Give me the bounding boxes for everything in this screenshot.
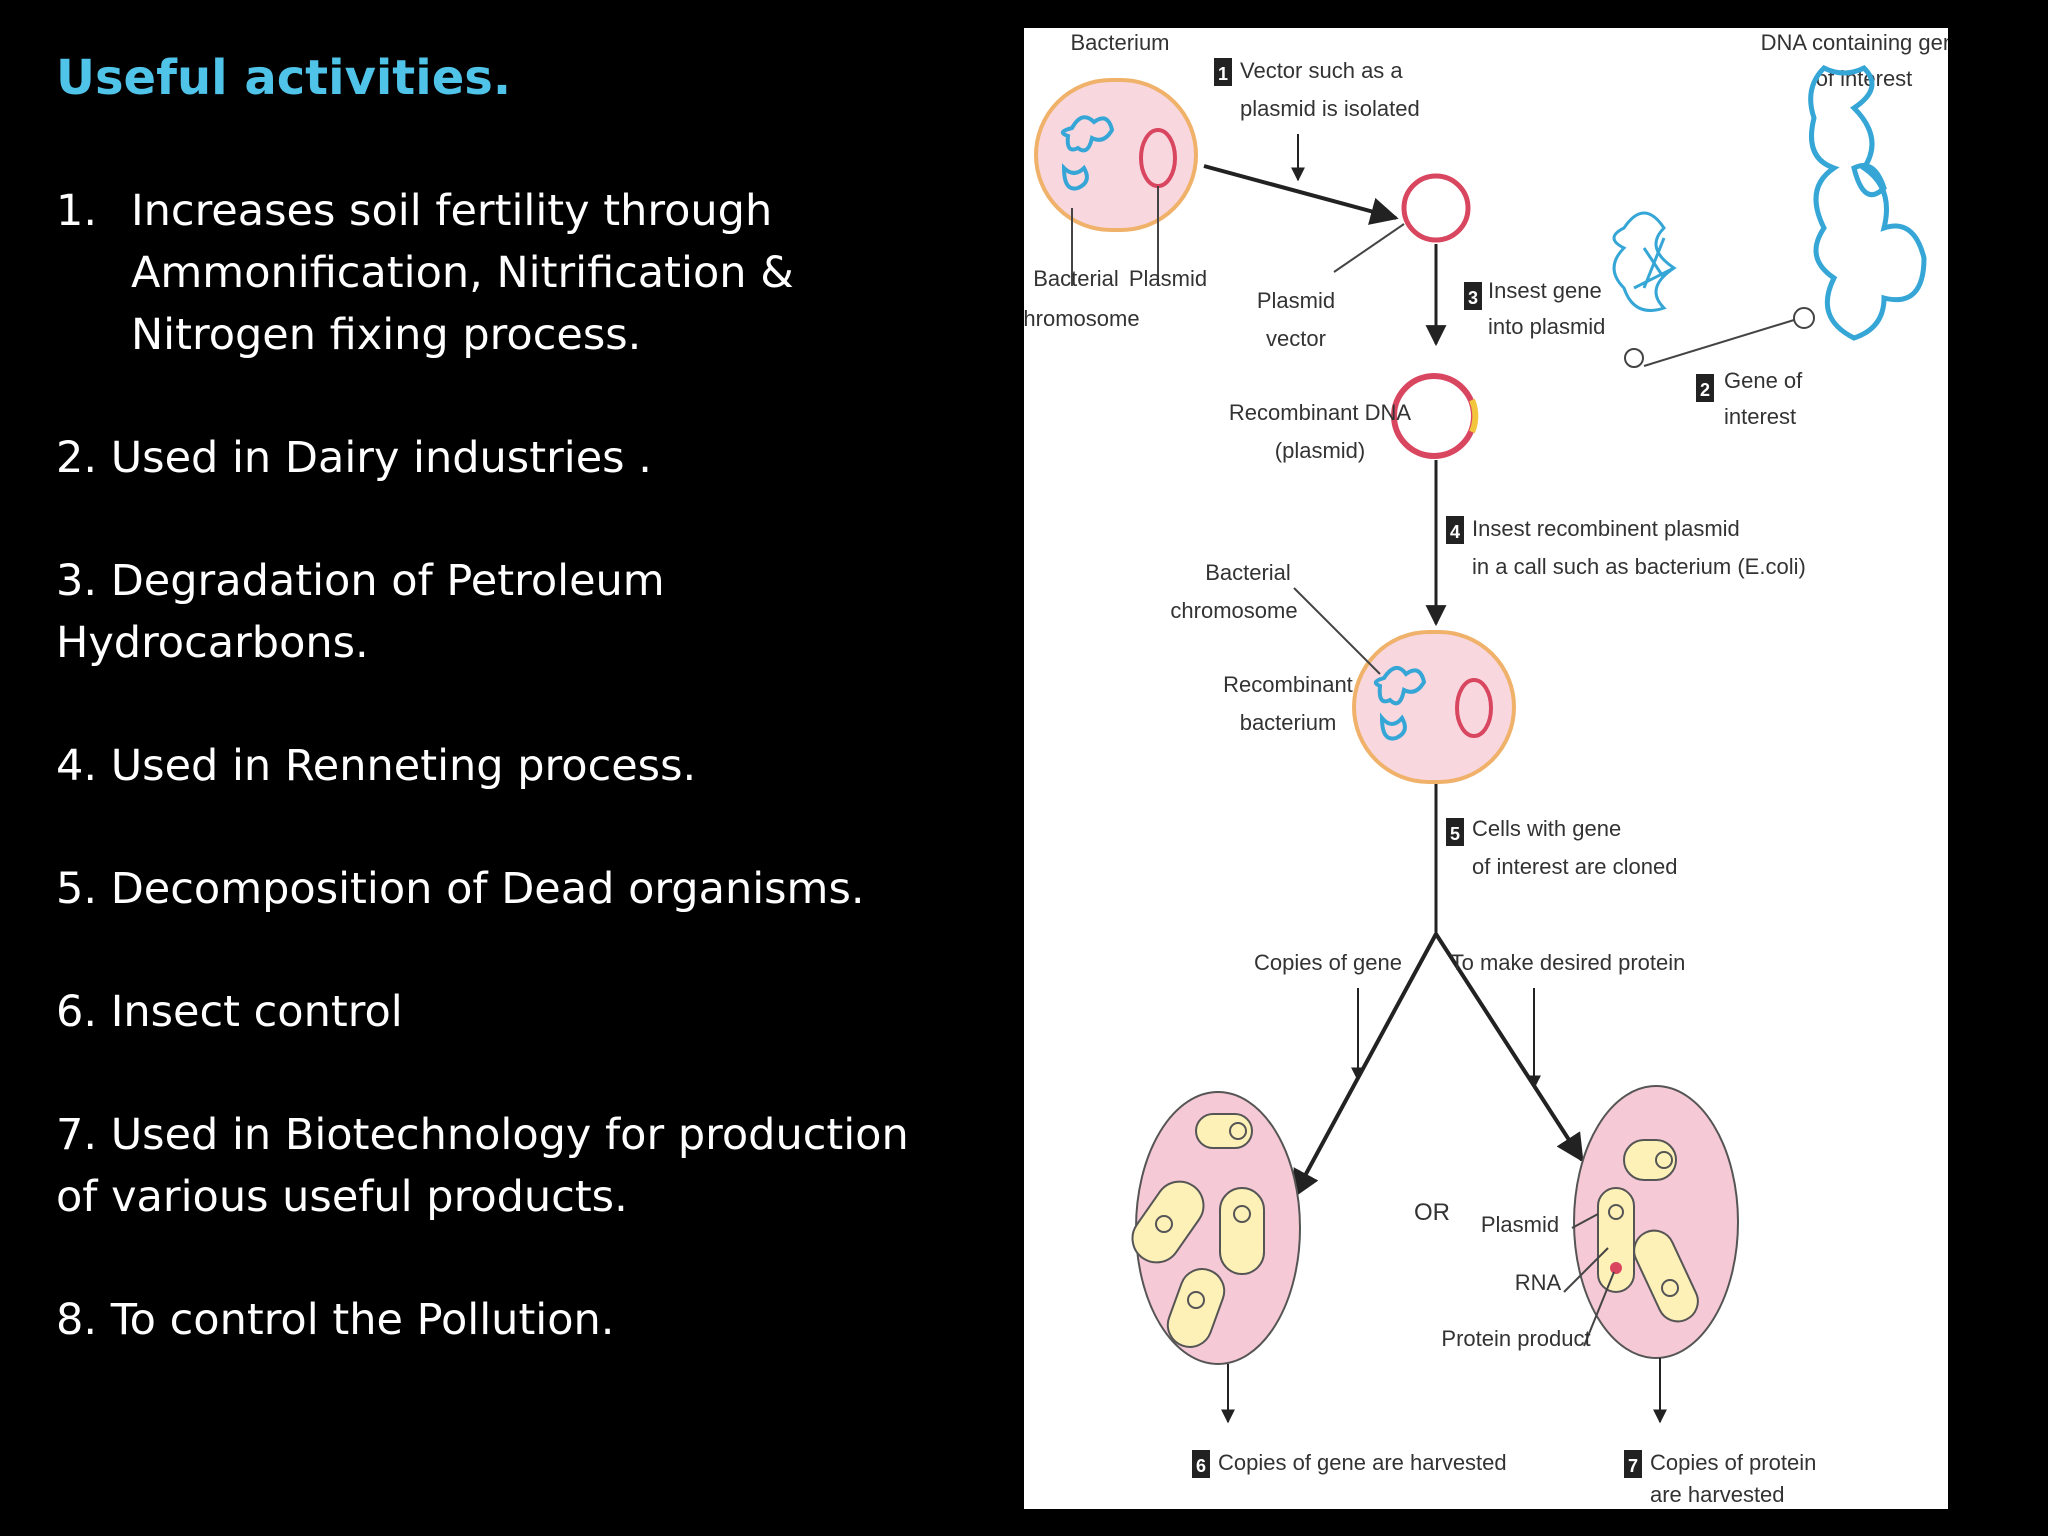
- list-item: 3. Degradation of Petroleum Hydrocarbons…: [56, 550, 986, 674]
- gene-of-interest-icon: [1793, 307, 1815, 329]
- plasmid-label: Plasmid: [1129, 266, 1207, 291]
- gene-copies-culture: [1131, 1091, 1301, 1365]
- list-item: 2. Used in Dairy industries .: [56, 427, 986, 489]
- step-4-badge: [1446, 516, 1464, 544]
- step-7-text: Copies of protein: [1650, 1450, 1816, 1475]
- svg-text:interest: interest: [1724, 404, 1796, 429]
- rna-label: RNA: [1515, 1270, 1562, 1295]
- svg-text:4: 4: [1450, 522, 1460, 542]
- step-7-badge: [1624, 1450, 1642, 1478]
- step-3-badge: [1464, 282, 1482, 310]
- list-item: 4. Used in Renneting process.: [56, 735, 986, 797]
- list-item-text: 8. To control the Pollution.: [56, 1295, 615, 1345]
- svg-text:of interest are cloned: of interest are cloned: [1472, 854, 1677, 879]
- list-item-text: 2. Used in Dairy industries .: [56, 433, 652, 483]
- or-label: OR: [1414, 1199, 1450, 1226]
- dna-strand-icon: [1808, 64, 1927, 341]
- svg-text:bacterium: bacterium: [1240, 710, 1337, 735]
- list-item: 6. Insect control: [56, 981, 986, 1043]
- step-4-text: Insest recombinent plasmid: [1472, 516, 1740, 541]
- list-item-text: Increases soil fertility through Ammonif…: [131, 186, 794, 360]
- list-item-number: 1.: [56, 186, 98, 236]
- step-1-text: Vector such as a: [1240, 58, 1403, 83]
- svg-text:5: 5: [1450, 824, 1460, 844]
- list-item: 7. Used in Biotechnology for production …: [56, 1104, 986, 1228]
- list-item: 1. Increases soil fertility through Ammo…: [56, 180, 986, 366]
- list-item-text: 3. Degradation of Petroleum Hydrocarbons…: [56, 556, 665, 668]
- recombinant-bacterium-cell: [1352, 630, 1516, 784]
- dna-gene-label: DNA containing gene: [1761, 30, 1948, 55]
- svg-text:6: 6: [1196, 1456, 1206, 1476]
- protein-culture: [1573, 1085, 1739, 1359]
- svg-text:chromosome: chromosome: [1170, 598, 1297, 623]
- svg-text:7: 7: [1628, 1456, 1638, 1476]
- svg-text:(plasmid): (plasmid): [1275, 438, 1365, 463]
- step-3-text: Insest gene: [1488, 278, 1602, 303]
- bacterial-chromosome-label: Bacterial: [1033, 266, 1119, 291]
- make-protein-label: To make desired protein: [1451, 950, 1686, 975]
- bacterium-label: Bacterium: [1070, 30, 1169, 55]
- recombinant-bacterium-label: Recombinant: [1223, 672, 1353, 697]
- svg-text:3: 3: [1468, 288, 1478, 308]
- step-1-badge: [1214, 58, 1232, 86]
- genetic-engineering-diagram: Bacterium Bacterial chromosome Plasmid 1…: [1024, 28, 1948, 1509]
- list-item: 5. Decomposition of Dead organisms.: [56, 858, 986, 920]
- plasmid-2-label: Plasmid: [1481, 1212, 1559, 1237]
- plasmid-vector-label: Plasmid: [1257, 288, 1335, 313]
- step-6-text: Copies of gene are harvested: [1218, 1450, 1507, 1475]
- list-item-text: 4. Used in Renneting process.: [56, 741, 697, 791]
- step-2-badge: [1696, 374, 1714, 402]
- step-6-badge: [1192, 1450, 1210, 1478]
- step-5-badge: [1446, 818, 1464, 846]
- list-item-text: 6. Insect control: [56, 987, 403, 1037]
- bacterium-cell: [1034, 78, 1198, 232]
- step-5-text: Cells with gene: [1472, 816, 1621, 841]
- svg-text:1: 1: [1218, 64, 1228, 84]
- list-item: 8. To control the Pollution.: [56, 1289, 986, 1351]
- svg-text:plasmid is isolated: plasmid is isolated: [1240, 96, 1420, 121]
- svg-text:in a call such as bacterium (E: in a call such as bacterium (E.coli): [1472, 554, 1806, 579]
- dna-fragments-icon: [1612, 211, 1677, 312]
- protein-product-label: Protein product: [1441, 1326, 1590, 1351]
- copies-of-gene-label: Copies of gene: [1254, 950, 1402, 975]
- step-2-text: Gene of: [1724, 368, 1803, 393]
- svg-text:chromosome: chromosome: [1024, 306, 1140, 331]
- chromosome-icon: [1060, 115, 1115, 191]
- recombinant-dna-label: Recombinant DNA: [1229, 400, 1412, 425]
- svg-text:are harvested: are harvested: [1650, 1482, 1785, 1507]
- svg-text:2: 2: [1700, 380, 1710, 400]
- plasmid-vector-icon: [1401, 173, 1471, 243]
- list-item-text: 7. Used in Biotechnology for production …: [56, 1110, 909, 1222]
- svg-text:vector: vector: [1266, 326, 1326, 351]
- slide-title: Useful activities.: [56, 50, 512, 106]
- bacterial-chromosome-2-label: Bacterial: [1205, 560, 1291, 585]
- diagram-svg: Bacterium Bacterial chromosome Plasmid 1…: [1024, 30, 1948, 1507]
- list-item-text: 5. Decomposition of Dead organisms.: [56, 864, 865, 914]
- svg-text:into plasmid: into plasmid: [1488, 314, 1605, 339]
